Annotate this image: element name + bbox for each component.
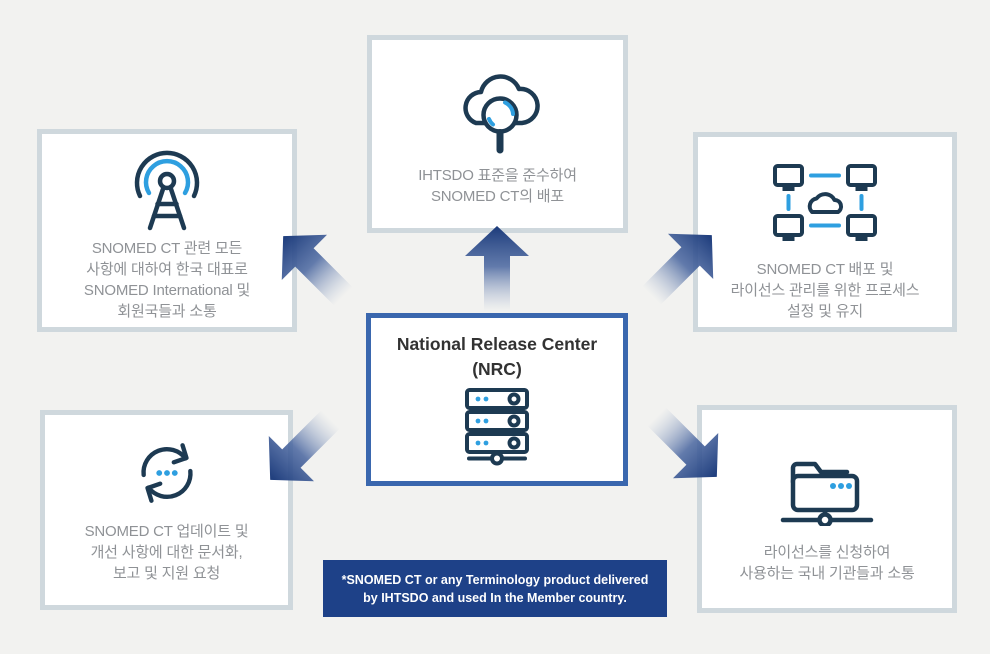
- arrow-upper-left-icon: [281, 234, 357, 310]
- broadcast-antenna-icon: [125, 144, 209, 232]
- arrow-lower-right-icon: [643, 403, 719, 479]
- text-line: 회원국들과 소통: [117, 303, 217, 320]
- node-updates: SNOMED CT 업데이트 및 개선 사항에 대한 문서화, 보고 및 지원 …: [40, 410, 293, 610]
- text-line: 설정 및 유지: [787, 303, 863, 320]
- text-line: 사항에 대하여 한국 대표로: [86, 261, 248, 278]
- nrc-title-line2: (NRC): [472, 359, 522, 379]
- footnote-banner: *SNOMED CT or any Terminology product de…: [323, 560, 667, 617]
- footnote-line1: *SNOMED CT or any Terminology product de…: [341, 573, 649, 587]
- arrow-lower-left-icon: [268, 406, 344, 482]
- nrc-title: National Release Center (NRC): [397, 332, 597, 382]
- text-line: SNOMED CT의 배포: [431, 188, 564, 205]
- nrc-title-line1: National Release Center: [396, 334, 598, 354]
- arrow-upper-right-icon: [638, 233, 714, 309]
- text-line: 라이선스를 신청하여: [763, 544, 891, 561]
- server-stack-icon: [459, 388, 535, 466]
- text-line: SNOMED CT 배포 및: [756, 261, 894, 278]
- network-folder-icon: [775, 446, 879, 526]
- nrc-center-box: National Release Center (NRC): [366, 313, 628, 486]
- text-line: 라이선스 관리를 위한 프로세스: [730, 282, 920, 299]
- arrow-up-icon: [465, 226, 529, 316]
- footnote-line2: by IHTSDO and used In the Member country…: [363, 591, 627, 605]
- text-line: SNOMED CT 업데이트 및: [84, 523, 249, 540]
- sync-arrows-icon: [132, 437, 202, 509]
- node-representation: SNOMED CT 관련 모든 사항에 대하여 한국 대표로 SNOMED In…: [37, 129, 297, 332]
- node-process-text: SNOMED CT 배포 및 라이선스 관리를 위한 프로세스 설정 및 유지: [731, 259, 920, 322]
- text-line: 사용하는 국내 기관들과 소통: [739, 565, 915, 582]
- node-license-text: 라이선스를 신청하여 사용하는 국내 기관들과 소통: [739, 542, 914, 584]
- network-monitors-icon: [769, 163, 881, 245]
- text-line: IHTSDO 표준을 준수하여: [418, 167, 577, 184]
- node-process: SNOMED CT 배포 및 라이선스 관리를 위한 프로세스 설정 및 유지: [693, 132, 957, 332]
- text-line: SNOMED CT 관련 모든: [91, 240, 243, 257]
- cloud-search-icon: [448, 60, 548, 155]
- node-distribution-text: IHTSDO 표준을 준수하여 SNOMED CT의 배포: [418, 165, 577, 207]
- text-line: 보고 및 지원 요청: [112, 565, 221, 582]
- text-line: 개선 사항에 대한 문서화,: [90, 544, 243, 561]
- node-representation-text: SNOMED CT 관련 모든 사항에 대하여 한국 대표로 SNOMED In…: [84, 238, 250, 322]
- node-license: 라이선스를 신청하여 사용하는 국내 기관들과 소통: [697, 405, 957, 613]
- text-line: SNOMED International 및: [83, 282, 251, 299]
- node-updates-text: SNOMED CT 업데이트 및 개선 사항에 대한 문서화, 보고 및 지원 …: [85, 521, 249, 584]
- node-distribution: IHTSDO 표준을 준수하여 SNOMED CT의 배포: [367, 35, 628, 233]
